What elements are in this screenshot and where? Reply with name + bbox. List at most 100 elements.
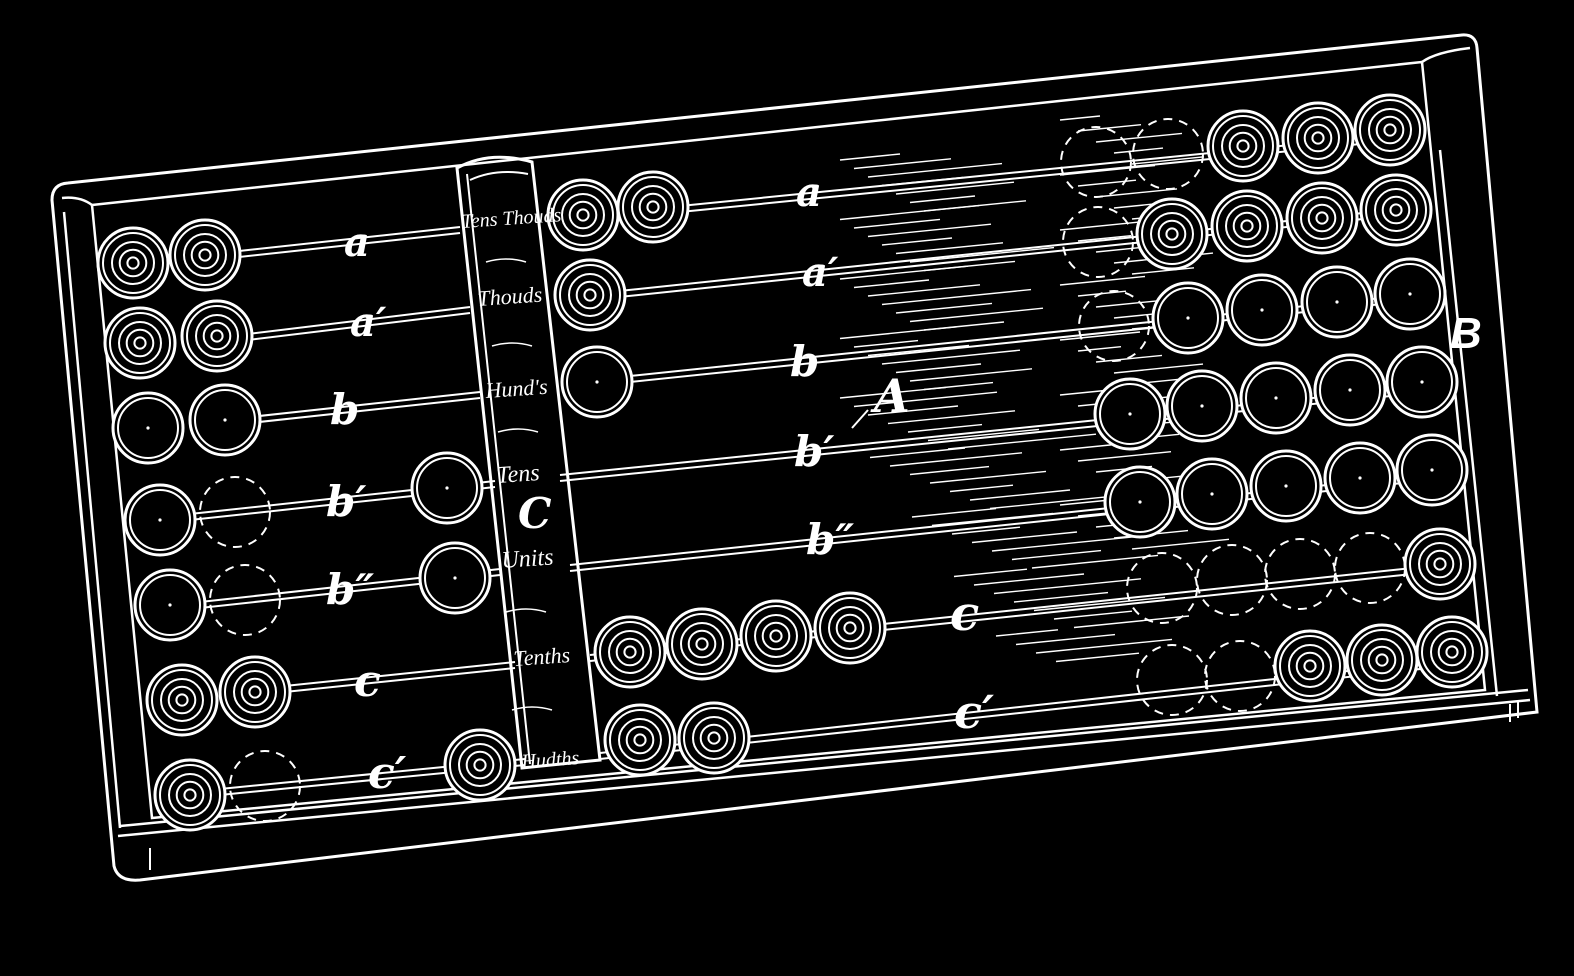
hatch-line xyxy=(853,391,998,408)
hatch-line xyxy=(869,447,966,459)
hatch-line xyxy=(1095,299,1168,308)
place-value-divider xyxy=(455,155,602,770)
part-label-C: C xyxy=(518,489,552,538)
bead xyxy=(1415,615,1489,689)
bead xyxy=(1206,109,1280,183)
bead xyxy=(1210,189,1284,263)
hatch-line xyxy=(889,452,1023,467)
bead xyxy=(1225,273,1299,347)
rod-line xyxy=(239,312,471,342)
shading-hatch xyxy=(839,115,1230,663)
bead xyxy=(1239,361,1313,435)
bead xyxy=(1103,465,1177,539)
bead xyxy=(1385,345,1459,419)
bead xyxy=(1093,377,1167,451)
hatch-line xyxy=(895,302,993,314)
hatch-line xyxy=(1095,132,1183,143)
hatch-line xyxy=(1055,652,1140,663)
rod-label-c-left: c xyxy=(354,656,381,707)
bead xyxy=(1323,441,1397,515)
place-value-labels: Tens Thouds Thouds Hund's Tens Units Ten… xyxy=(461,204,580,773)
hatch-line xyxy=(929,470,1047,484)
hatch-line xyxy=(1033,596,1166,612)
hatch-line xyxy=(971,531,1078,544)
bead xyxy=(1281,101,1355,175)
rod-label-c-right: c xyxy=(950,586,979,642)
hatch-line xyxy=(947,433,1097,450)
hatch-line xyxy=(909,195,976,204)
bead xyxy=(145,663,219,737)
hatch-line xyxy=(995,629,1059,637)
hatch-line xyxy=(853,218,941,229)
rod-line xyxy=(249,391,481,418)
rod-letters: a a′ b b′ b″ c c′ a a′ b b′ b″ c c′ xyxy=(326,169,994,799)
hatch-line xyxy=(881,237,953,246)
hatch-line xyxy=(1015,633,1116,646)
bead-ghost xyxy=(199,476,271,548)
bead xyxy=(1395,433,1469,507)
hatch-line xyxy=(1077,346,1122,352)
bead-ghost xyxy=(1264,538,1336,610)
bead xyxy=(616,170,690,244)
bead xyxy=(739,599,813,673)
bead xyxy=(1135,197,1209,271)
rod-label-b1-left: b′ xyxy=(326,477,366,526)
part-label-B: B xyxy=(1450,309,1482,358)
rod-label-c1-right: c′ xyxy=(954,685,994,739)
hatch-line xyxy=(1013,591,1109,603)
hatch-line xyxy=(1031,554,1159,569)
part-A-leader xyxy=(851,409,869,429)
bead-ghost xyxy=(229,750,301,822)
bead xyxy=(180,299,254,373)
bead-ghost xyxy=(1334,532,1406,604)
rod-label-a1-right: a′ xyxy=(802,249,839,296)
hatch-line xyxy=(867,223,992,238)
hatch-line xyxy=(867,405,959,416)
hatch-line xyxy=(1011,549,1102,561)
rod-label-b2-right: b″ xyxy=(806,515,854,564)
bead xyxy=(1165,369,1239,443)
bead xyxy=(103,306,177,380)
rod-label-b-right: b xyxy=(790,337,819,386)
hatch-line xyxy=(887,410,1016,425)
bead xyxy=(1313,353,1387,427)
bead xyxy=(133,568,207,642)
hatch-line xyxy=(909,307,1044,323)
hatch-line xyxy=(1059,115,1101,121)
abacus-beads xyxy=(96,93,1489,832)
hatch-line xyxy=(909,368,1033,382)
hatch-line xyxy=(1113,147,1164,154)
bead xyxy=(96,226,170,300)
hatch-line xyxy=(1113,202,1159,209)
bead xyxy=(1175,457,1249,531)
bead-ghost xyxy=(1132,118,1204,190)
bead xyxy=(1273,629,1347,703)
hatch-line xyxy=(993,578,1142,595)
bead xyxy=(153,758,227,832)
hatch-line xyxy=(951,526,1021,535)
hatch-line xyxy=(881,288,1032,306)
hatch-line xyxy=(853,279,930,289)
bead xyxy=(188,383,262,457)
rod-line xyxy=(229,232,461,259)
bead-ghost xyxy=(1196,544,1268,616)
hatch-line xyxy=(1131,156,1205,165)
bead xyxy=(410,451,484,525)
rod-label-a1-left: a′ xyxy=(350,299,387,346)
bead xyxy=(560,345,634,419)
place-label-tenths: Tenths xyxy=(513,642,571,671)
place-label-hundredths: Hudths xyxy=(520,747,580,773)
hatch-line xyxy=(839,265,969,280)
hatch-line xyxy=(1113,363,1204,374)
hatch-line xyxy=(953,568,1028,578)
hatch-line xyxy=(867,344,970,357)
hatch-line xyxy=(853,158,952,170)
hatch-line xyxy=(911,507,997,518)
abacus-frame xyxy=(50,33,1539,882)
hatch-line xyxy=(991,536,1135,552)
bead-ghost xyxy=(1060,126,1132,198)
hatch-line xyxy=(1059,331,1141,341)
hatch-line xyxy=(1059,275,1146,286)
hatch-line xyxy=(973,573,1085,586)
